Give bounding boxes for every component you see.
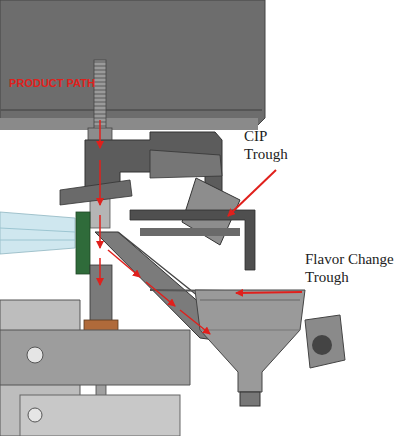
region-label: PRODUCT PATH bbox=[8, 76, 96, 91]
callout-label: CIP Trough bbox=[244, 127, 304, 163]
callout-label: Flavor Change Trough bbox=[305, 250, 395, 286]
product-path-region: PRODUCT PATH bbox=[8, 76, 96, 91]
